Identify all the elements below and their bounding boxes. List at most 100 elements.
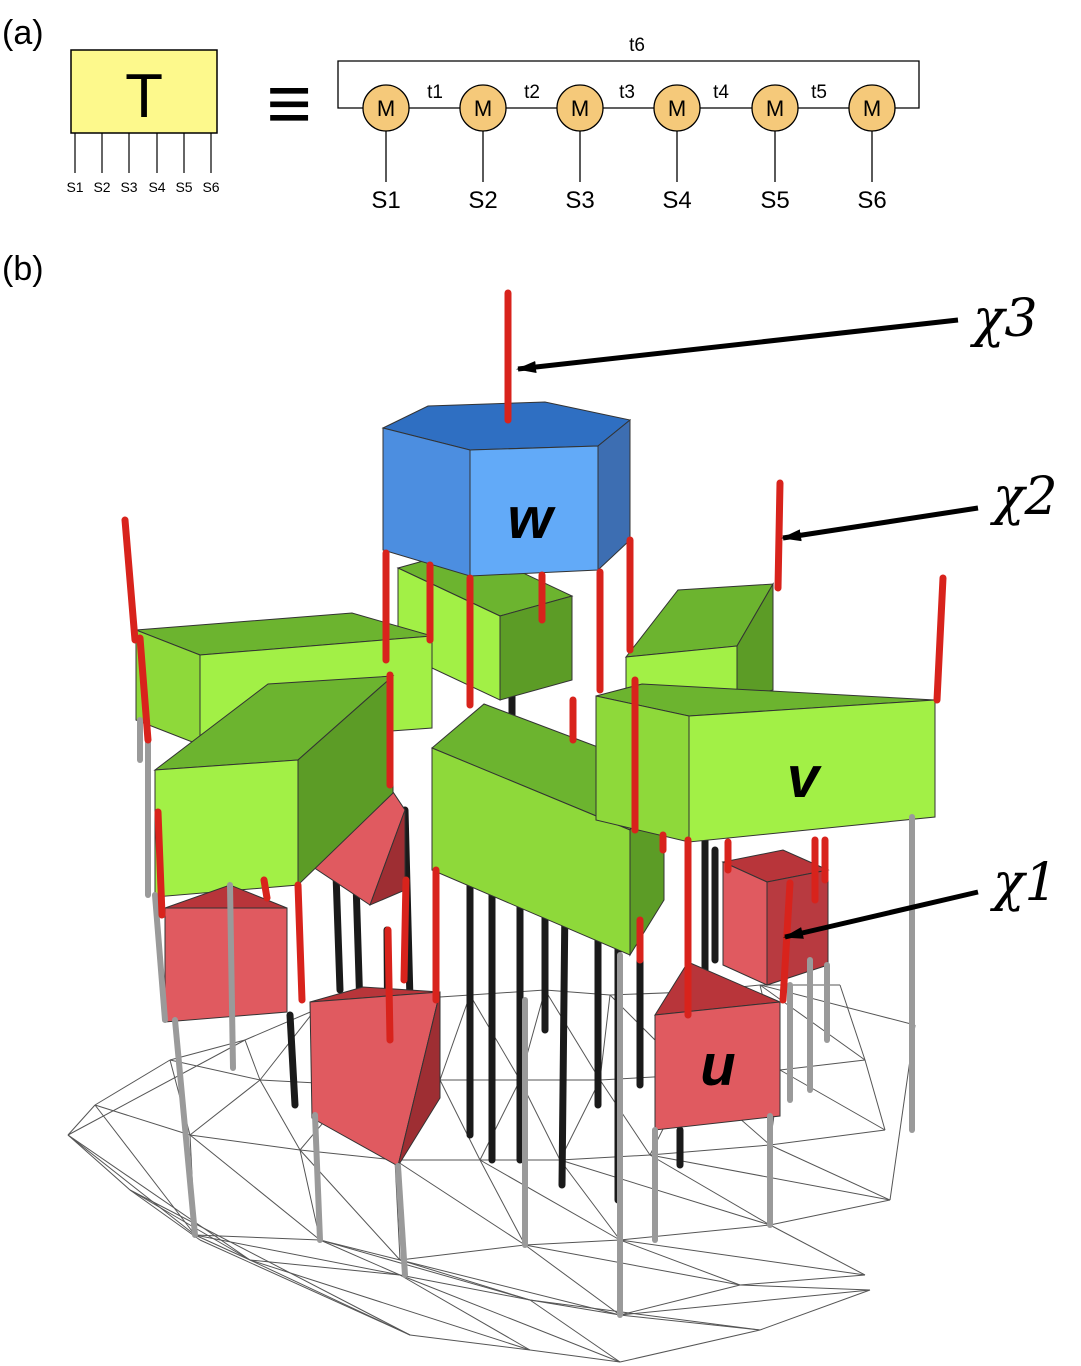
lattice-edge — [529, 1349, 621, 1363]
bond-label: t3 — [619, 82, 635, 103]
lattice-edge — [94, 1104, 191, 1136]
tensor-t: T S1 S2 S3 S4 S5 S6 — [66, 49, 220, 195]
virtual-bond — [136, 634, 152, 744]
virtual-bond — [154, 808, 166, 919]
tensor-v-front-left — [153, 674, 395, 898]
chi3-label: χ3 — [969, 289, 1038, 349]
lattice-edge — [649, 1154, 771, 1226]
mps-node: M S3 — [556, 84, 604, 214]
tensor-v-back-center — [396, 547, 574, 701]
lattice-edge — [249, 1259, 401, 1276]
virtual-bond — [121, 516, 139, 644]
svg-text:M: M — [571, 96, 589, 121]
lattice-edge — [599, 994, 611, 1081]
lattice-edge — [839, 984, 866, 1061]
lattice-edge — [194, 1234, 401, 1276]
lattice-edge — [94, 1059, 171, 1106]
lattice-edge — [399, 1274, 531, 1351]
lattice-edge — [394, 1159, 526, 1246]
tensor-w: w — [381, 401, 632, 577]
lattice-edge — [439, 994, 471, 1081]
tensor-t-site-label: S3 — [120, 179, 137, 195]
virtual-bond — [294, 881, 306, 1004]
tensor-t-site-label: S5 — [175, 179, 192, 195]
virtual-bond — [384, 926, 394, 1044]
lattice-edge — [249, 1259, 531, 1351]
lattice-edge — [479, 1079, 521, 1161]
lattice-edge — [244, 1039, 261, 1081]
lattice-edge — [319, 1239, 531, 1301]
bond-label: t1 — [427, 82, 443, 103]
tensor-t-site-label: S6 — [202, 179, 219, 195]
lattice-edge — [599, 1079, 651, 1156]
svg-text:M: M — [863, 96, 881, 121]
lattice-edge — [769, 1129, 886, 1146]
lattice-edge — [739, 1274, 866, 1286]
virtual-bond — [779, 879, 794, 1004]
tensor-t-label: T — [125, 62, 163, 131]
lattice-edge — [739, 1284, 871, 1291]
physical-leg — [558, 896, 569, 1189]
svg-text:S2: S2 — [468, 187, 497, 214]
lattice-edge — [409, 1334, 531, 1351]
tensor-u-back-left — [309, 779, 406, 906]
lattice-edge — [559, 1159, 771, 1226]
virtual-bonds — [121, 289, 947, 1044]
svg-text:S3: S3 — [565, 187, 594, 214]
svg-text:S6: S6 — [857, 187, 886, 214]
lattice-edge — [399, 1274, 531, 1301]
lattice-edge — [559, 1079, 601, 1161]
lattice-edge — [189, 1079, 261, 1136]
loop-bond-label: t6 — [629, 35, 645, 56]
tensor-u-label: u — [700, 1033, 735, 1098]
lattice-edge — [319, 1239, 401, 1276]
lattice-edge — [619, 1224, 771, 1241]
tensor-t-box — [70, 49, 218, 134]
tensor-u-front-center — [309, 986, 441, 1167]
panel-b-label: (b) — [2, 250, 44, 288]
lattice-edge — [129, 1189, 201, 1241]
lattice-edge — [779, 1069, 886, 1131]
lattice-edge — [529, 1299, 761, 1331]
lattice-edge — [129, 1189, 251, 1261]
virtual-bond — [933, 574, 947, 704]
lattice-edge — [759, 1289, 871, 1331]
tensor-u-front-left — [164, 884, 288, 1023]
bond-label: t5 — [811, 82, 827, 103]
lattice-edge — [619, 1239, 866, 1276]
lattice-edge — [864, 1059, 886, 1131]
svg-text:S4: S4 — [662, 187, 691, 214]
mps-node: M S6 — [848, 84, 896, 214]
equivalence-symbol: ≡ — [266, 59, 312, 147]
mps-node: M S5 — [751, 84, 799, 214]
tensor-t-site-label: S1 — [66, 179, 83, 195]
lattice-edge — [399, 1244, 526, 1261]
chi2-annotation: χ2 — [781, 467, 1058, 542]
bond-label: t2 — [524, 82, 540, 103]
lattice-edge — [479, 1159, 621, 1241]
tensor-t-site-label: S2 — [93, 179, 110, 195]
physical-leg — [227, 882, 236, 1071]
lattice-edge — [479, 1159, 526, 1246]
mps-node: M S2 — [459, 84, 507, 214]
lattice-edge — [779, 1059, 866, 1071]
lattice-edge — [129, 1189, 411, 1336]
lattice-edge — [194, 1234, 251, 1261]
svg-text:S5: S5 — [760, 187, 789, 214]
svg-text:M: M — [668, 96, 686, 121]
lattice-edge — [769, 1199, 891, 1226]
lattice-edge — [619, 1239, 741, 1286]
lattice-edge — [189, 1134, 301, 1151]
lattice-edge — [619, 1289, 871, 1316]
physical-leg — [312, 1112, 323, 1243]
chi3-annotation: χ3 — [516, 289, 1038, 373]
lattice-edge — [559, 1159, 621, 1241]
svg-text:M: M — [474, 96, 492, 121]
lattice-edge — [399, 1274, 621, 1363]
lattice-edge — [67, 1134, 131, 1191]
tensor-v-label: v — [787, 745, 822, 810]
lattice-edge — [244, 1009, 316, 1041]
lattice-edge — [529, 1299, 621, 1363]
lattice-edge — [67, 1134, 196, 1236]
